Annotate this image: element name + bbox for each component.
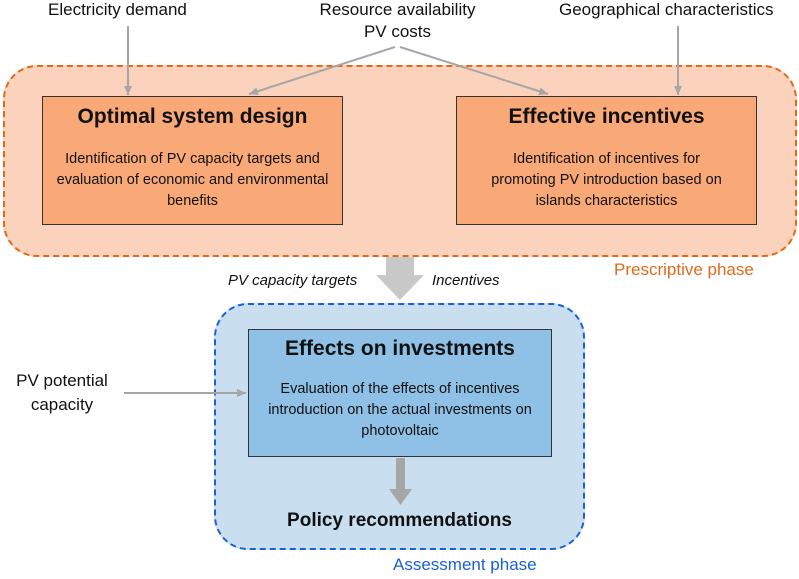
arrow-prescriptive-to-assessment bbox=[376, 257, 424, 300]
assessment-phase-label: Assessment phase bbox=[393, 555, 537, 574]
input-electricity-demand: Electricity demand bbox=[48, 0, 187, 19]
input-geographical-characteristics: Geographical characteristics bbox=[559, 0, 774, 19]
effects-on-investments-title: Effects on investments bbox=[285, 337, 515, 360]
effects-on-investments-box: Effects on investments Evaluation of the… bbox=[248, 329, 552, 457]
input-resource-availability: Resource availability bbox=[319, 0, 476, 19]
arrow-resource-to-incentives bbox=[399, 46, 549, 96]
effective-incentives-box: Effective incentives Identification of i… bbox=[456, 96, 757, 225]
input-pv-potential-capacity-line2: capacity bbox=[30, 395, 94, 414]
input-pv-potential-capacity-line1: PV potential bbox=[16, 371, 108, 390]
optimal-system-design-title: Optimal system design bbox=[77, 105, 308, 128]
effective-incentives-title: Effective incentives bbox=[508, 105, 705, 128]
effects-on-investments-desc: Evaluation of the effects of incentives … bbox=[268, 381, 532, 439]
input-pv-costs: PV costs bbox=[363, 22, 432, 41]
effective-incentives-desc: Identification of incentives for promoti… bbox=[491, 151, 722, 209]
optimal-system-design-desc: Identification of PV capacity targets an… bbox=[56, 151, 329, 209]
edge-label-pv-capacity-targets: PV capacity targets bbox=[228, 272, 358, 289]
prescriptive-phase-label: Prescriptive phase bbox=[614, 260, 754, 279]
arrow-effects-to-policy bbox=[389, 458, 412, 505]
edge-label-incentives: Incentives bbox=[432, 272, 500, 289]
policy-recommendations-label: Policy recommendations bbox=[287, 510, 512, 531]
arrow-resource-to-optimal bbox=[248, 46, 396, 96]
optimal-system-design-box: Optimal system design Identification of … bbox=[42, 96, 343, 225]
